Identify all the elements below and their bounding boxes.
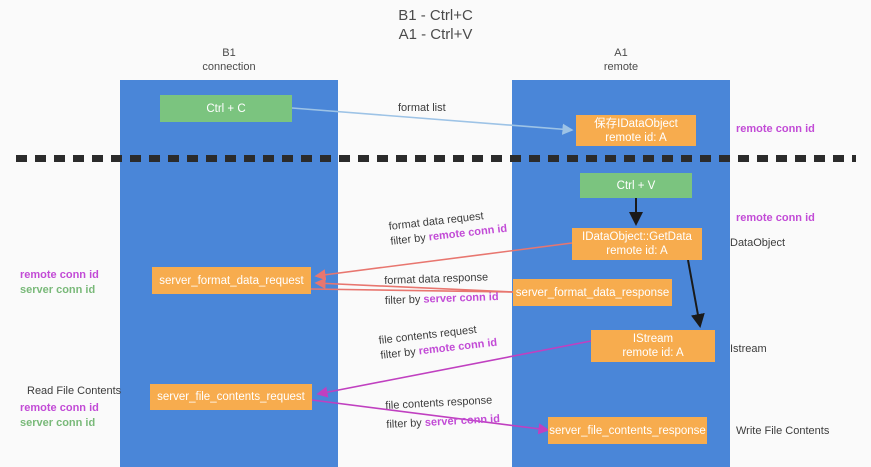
filter-prefix: filter by <box>384 293 424 307</box>
node-server-format-data-request[interactable]: server_format_data_request <box>152 267 311 294</box>
annotation-conn-id-legend-top: remote conn id server conn id <box>20 268 99 298</box>
filter-prefix: filter by <box>386 416 426 431</box>
edge-label-file-contents-response: file contents response filter by server … <box>385 393 500 433</box>
annotation-remote-conn-id-left2: remote conn id <box>20 402 99 414</box>
edge-label-line1: format data response <box>384 271 489 287</box>
node-server-file-contents-request[interactable]: server_file_contents_request <box>150 384 312 410</box>
annotation-read-file-contents: Read File Contents <box>27 385 122 397</box>
node-server-file-contents-response[interactable]: server_file_contents_response <box>548 417 707 444</box>
node-idataobject-getdata[interactable]: IDataObject::GetData remote id: A <box>572 228 702 260</box>
edge-label-format-data-request: format data request filter by remote con… <box>388 207 508 250</box>
filter-key-server-conn-id: server conn id <box>424 413 501 429</box>
annotation-conn-id-legend-bottom: remote conn id server conn id <box>20 401 99 431</box>
edge-label-line2: filter by server conn id <box>385 290 499 309</box>
annotation-remote-conn-id-top: remote conn id <box>736 123 815 135</box>
filter-key-server-conn-id: server conn id <box>423 291 499 306</box>
phase-divider <box>16 155 856 162</box>
edge-label-format-data-response: format data response filter by server co… <box>384 270 499 309</box>
node-ctrl-v[interactable]: Ctrl + V <box>580 173 692 198</box>
annotation-write-file-contents: Write File Contents <box>736 425 830 437</box>
edge-label-line1: file contents response <box>385 394 493 412</box>
edge-label-file-contents-request: file contents request filter by remote c… <box>378 321 498 364</box>
annotation-server-conn-id-left2: server conn id <box>20 417 96 429</box>
filter-prefix: filter by <box>379 345 420 362</box>
page-title: B1 - Ctrl+C A1 - Ctrl+V <box>398 7 473 43</box>
annotation-dataobject: DataObject <box>730 237 786 249</box>
node-ctrl-c[interactable]: Ctrl + C <box>160 95 292 122</box>
annotation-istream: Istream <box>730 343 767 355</box>
annotation-remote-conn-id-left: remote conn id <box>20 269 99 281</box>
filter-prefix: filter by <box>389 231 430 248</box>
lane-title-b1: B1 connection <box>202 47 256 73</box>
annotation-server-conn-id-left: server conn id <box>20 284 96 296</box>
node-save-idataobject[interactable]: 保存IDataObject remote id: A <box>576 115 696 146</box>
annotation-remote-conn-id-mid: remote conn id <box>736 212 815 224</box>
edge-label-format-list: format list <box>398 102 446 114</box>
node-server-format-data-response[interactable]: server_format_data_response <box>513 279 672 306</box>
node-istream[interactable]: IStream remote id: A <box>591 330 715 362</box>
lane-title-a1: A1 remote <box>603 47 639 73</box>
edge-label-line2: filter by server conn id <box>386 412 500 433</box>
